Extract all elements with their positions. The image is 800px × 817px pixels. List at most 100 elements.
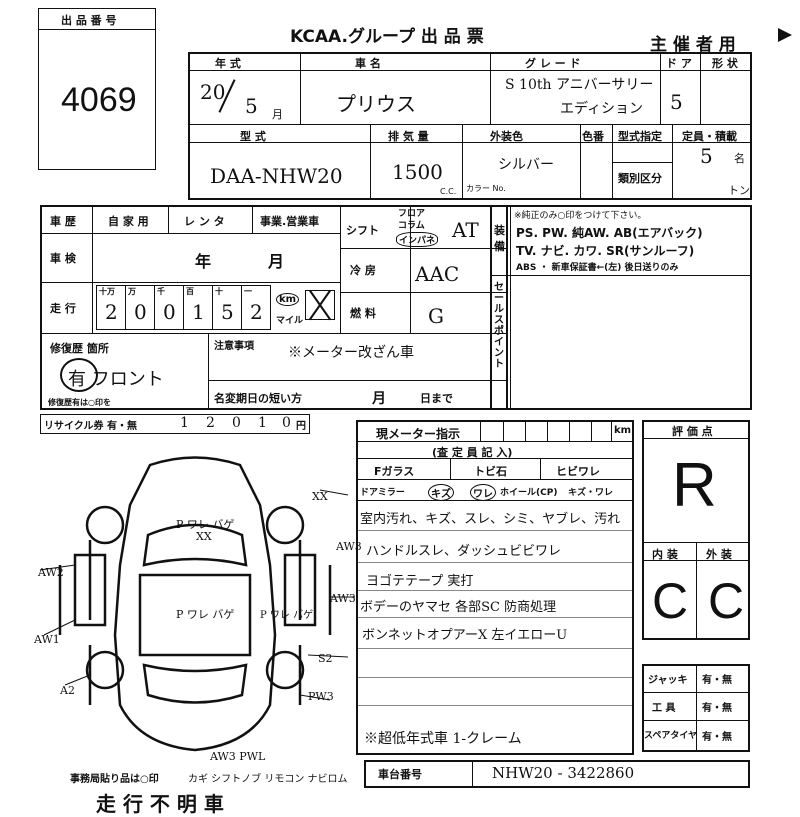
tools-option: 有・無 (702, 703, 732, 714)
interior-rating: C (652, 573, 689, 629)
comment-2: ハンドルスレ、ダッシュビビワレ (366, 544, 562, 559)
office-note: 事務局貼り品は○印 (70, 774, 159, 785)
diagram-mark-aw1: AW1 (34, 633, 60, 646)
color-no-label: 色番 (582, 130, 604, 143)
inspection-label: 車 検 (50, 252, 76, 265)
class-label: 類別区分 (618, 172, 662, 185)
recycle-digits: 1 2 0 1 0 (180, 415, 291, 431)
registration-label: 名変期日の短い方 (214, 392, 302, 405)
chassis-label: 車台番号 (378, 768, 422, 781)
car-name: プリウス (336, 92, 416, 116)
notes-value: ※メーター改ざん車 (288, 345, 414, 361)
unknown-mileage-stamp: 走 行 不 明 車 (96, 792, 224, 816)
group-title: KCAA.グループ 出 品 票 (290, 27, 484, 47)
comment-3: ヨゴテテープ 実打 (366, 574, 474, 589)
lot-number-header: 出 品 番 号 (61, 14, 117, 27)
displacement-label: 排 気 量 (388, 130, 429, 143)
sales-point-label: セールスポイント (494, 282, 504, 370)
diagram-mark-a2: A2 (60, 684, 75, 697)
grade-value-1: S 10th アニバーサリー (505, 77, 654, 93)
color-no-small: カラー No. (466, 184, 506, 193)
diagram-mark-aw3-right: AW3 (336, 540, 362, 553)
year-label: 年 式 (215, 57, 241, 70)
type-approval-label: 型式指定 (618, 130, 662, 143)
shift-label: シフト (346, 224, 379, 237)
recycle-unit: 円 (296, 421, 306, 432)
tools-label: 工 具 (652, 703, 676, 714)
equipment-line1: PS. PW. 純AW. AB(エアバック) (516, 226, 703, 240)
jack-label: ジャッキ (648, 675, 688, 686)
ac-value: AAC (415, 262, 460, 286)
mileage-cross-box (305, 289, 335, 321)
comment-1: 室内汚れ、キズ、スレ、シミ、ヤブレ、汚れ (360, 512, 621, 527)
rating-overall: R (672, 451, 717, 520)
business-option: 事業.営業車 (260, 215, 320, 228)
wheel-options: キズ・ワレ (568, 488, 614, 498)
equipment-line2: TV. ナビ. カワ. SR(サンルーフ) (516, 244, 695, 258)
ac-label: 冷 房 (350, 264, 376, 277)
lot-number: 4069 (61, 81, 137, 119)
exterior-label: 外 装 (706, 548, 732, 561)
diagram-mark-s2-right: S2 (318, 652, 333, 665)
equipment-note: ※純正のみ○印をつけて下さい。 (514, 211, 647, 221)
rental-option: レ ン タ (184, 215, 225, 228)
lot-number-box: 出 品 番 号 4069 (38, 8, 156, 170)
shift-inpane: インパネ (396, 232, 439, 247)
diagram-mark-xx-1: XX (312, 490, 328, 503)
diagram-mark-roof: P ワレ バゲ (176, 608, 235, 621)
capacity-unit: 名 (734, 152, 745, 165)
f-glass-label: Fガラス (374, 465, 415, 478)
meter-km-unit: km (614, 425, 632, 436)
spare-label: スペアタイヤ (644, 731, 698, 741)
cc-unit: C.C. (440, 187, 457, 196)
fuel-value: G (428, 304, 444, 328)
meter-cells (480, 421, 631, 441)
rating-label: 評 価 点 (672, 425, 713, 438)
mile-label: マイル (276, 316, 304, 326)
ton-unit: トン (728, 184, 750, 197)
fuel-label: 燃 料 (350, 307, 376, 320)
diagram-mark-side: P ワレ バゲ (260, 610, 314, 621)
vehicle-info-box (188, 52, 752, 200)
kizu-label: キズ (428, 484, 454, 501)
ware-label: ワレ (470, 484, 496, 501)
comment-5: ボンネットオプアーX 左イエローU (362, 628, 568, 643)
type-label: 型 式 (240, 130, 266, 143)
wheel-label: ホイール(CP) (500, 488, 558, 498)
registration-month-unit: 月 (372, 391, 386, 407)
shape-label: 形 状 (712, 57, 738, 70)
private-use-option: 自 家 用 (108, 215, 149, 228)
capacity-label: 定員・積載 (682, 130, 737, 143)
diagram-mark-xx-2: XX (196, 530, 212, 543)
bottom-note: ※超低年式車 1-クレーム (364, 731, 522, 747)
inspection-year-unit: 年 (195, 252, 212, 271)
diagram-mark-rear: AW3 PWL (210, 750, 266, 763)
year-value: 20 (200, 80, 226, 104)
history-label: 車 歴 (50, 215, 76, 228)
doors-label: ド ア (666, 57, 692, 70)
notes-label: 注意事項 (214, 341, 254, 352)
diagram-mark-aw2: AW2 (38, 566, 64, 579)
color-label: 外装色 (490, 130, 523, 143)
doors-value: 5 (670, 90, 683, 114)
shift-floor: フロア (398, 209, 426, 219)
shift-column: コラム (398, 221, 425, 231)
model-label: 車 名 (355, 57, 381, 70)
exterior-rating: C (708, 573, 745, 629)
chassis-value: NHW20 - 3422860 (492, 764, 635, 782)
interior-label: 内 装 (652, 548, 678, 561)
mileage-label: 走 行 (50, 302, 76, 315)
repair-note: 修復歴有は○印を (48, 398, 111, 407)
equipment-line3: ABS ・ 新車保証書←(左) 後日送りのみ (516, 263, 679, 273)
chassis-box (364, 760, 750, 788)
km-label: km (276, 293, 300, 306)
spare-option: 有・無 (702, 732, 732, 743)
recycle-label: リサイクル券 有・無 (44, 421, 137, 432)
equipment-label: 装備 (494, 224, 505, 253)
month-value: 5 (245, 94, 258, 118)
hibi-label: ヒビワレ (556, 465, 600, 478)
diagram-mark-pw3: PW3 (308, 690, 334, 703)
door-mirror-label: ドアミラー (360, 488, 405, 498)
car-damage-diagram (39, 456, 355, 752)
